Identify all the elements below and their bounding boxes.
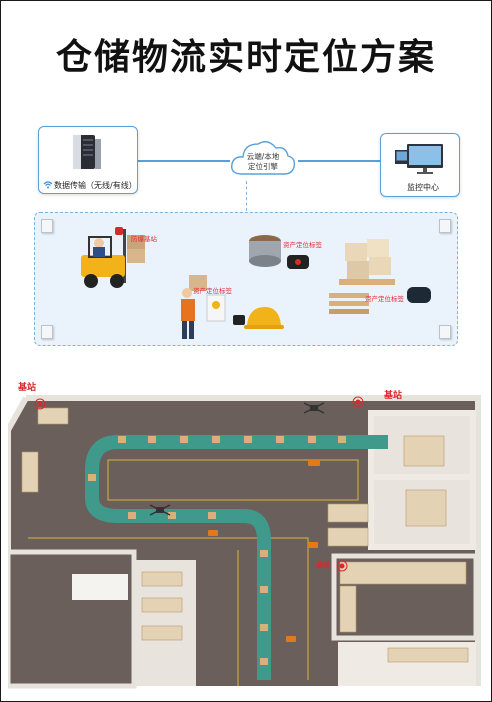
warehouse-floor-plan xyxy=(8,390,486,692)
pallet-tag-label: 资产定位标签 xyxy=(365,295,404,303)
link-line-left xyxy=(138,160,230,162)
drone-icon xyxy=(303,402,325,414)
device-tag-label: 资产定位标签 xyxy=(283,241,322,249)
base-station-label-right: 基站 xyxy=(384,391,403,401)
anchor-top-left xyxy=(41,219,53,233)
worker-tag-label: 资产定位标签 xyxy=(193,287,232,295)
cloud-label-line1: 云端/本地 xyxy=(246,152,280,161)
server-icon xyxy=(73,135,101,169)
page-title: 仓储物流实时定位方案 xyxy=(55,37,436,78)
monitoring-center-label: 监控中心 xyxy=(407,183,439,192)
anchor-bottom-right xyxy=(439,325,451,339)
forklift-icon xyxy=(81,227,145,288)
drone-icon-2 xyxy=(149,504,171,516)
anchor-top-right xyxy=(439,219,451,233)
link-line-down xyxy=(246,181,247,211)
tag-icon xyxy=(249,235,281,267)
positioning-zone: 防爆基站 资产定位标签 资产定位标签 资 xyxy=(34,212,458,346)
link-line-right xyxy=(298,160,380,162)
data-transmission-box: 数据传输（无线/有线） xyxy=(38,126,138,194)
cloud-icon xyxy=(231,141,296,175)
helmet-icon xyxy=(244,307,284,329)
antenna-icon-mid xyxy=(336,560,348,572)
cloud-engine: 云端/本地 定位引擎 xyxy=(228,134,298,180)
monitor-icon xyxy=(395,144,443,174)
forklift-tag-label: 防爆基站 xyxy=(131,235,157,243)
pallet-icon xyxy=(329,239,395,314)
wifi-icon xyxy=(43,181,53,189)
tag-device-icon xyxy=(287,255,309,269)
antenna-icon-left xyxy=(34,398,46,410)
worker-icon xyxy=(181,275,226,339)
cloud-label-line2: 定位引擎 xyxy=(248,162,278,171)
anchor-bottom-left xyxy=(41,325,53,339)
monitoring-center-box: 监控中心 xyxy=(380,133,460,197)
floor-plan-svg xyxy=(8,395,481,689)
helmet-tag-icon xyxy=(233,315,245,325)
antenna-icon-right xyxy=(352,396,364,408)
base-station-label-mid: 基站 xyxy=(316,561,330,569)
pallet-tag-icon xyxy=(407,287,431,303)
data-transmission-label: 数据传输（无线/有线） xyxy=(54,181,137,190)
base-station-label-left: 基站 xyxy=(18,383,37,393)
